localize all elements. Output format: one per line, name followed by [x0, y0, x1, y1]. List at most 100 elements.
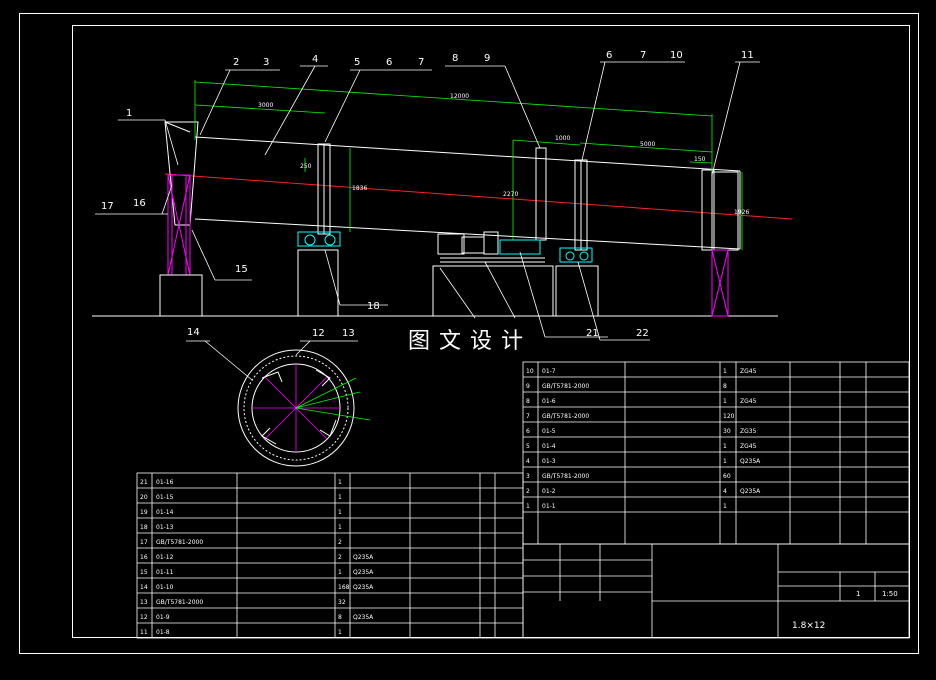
part-label: 14	[187, 327, 200, 338]
bom-right-cell: 01-2	[542, 488, 556, 495]
bom-left-cell: 01-10	[156, 584, 174, 591]
side-elevation	[92, 80, 793, 317]
bom-left-cell: 01-11	[156, 569, 174, 576]
bom-left-cell: 18	[140, 524, 148, 531]
bom-right-cell: 30	[723, 428, 731, 435]
leader-lines	[95, 61, 760, 381]
bom-right-cell: 4	[526, 458, 530, 465]
part-label: 10	[670, 50, 683, 61]
part-label: 12	[312, 328, 325, 339]
bom-right-cell: GB/T5781-2000	[542, 383, 589, 390]
bom-right-cell: ZG35	[740, 428, 757, 435]
bom-right-cell: 1	[723, 398, 727, 405]
bom-right-cell: 01-6	[542, 398, 556, 405]
title-block-qty: 1	[856, 590, 860, 598]
bom-left-cell: 1	[338, 494, 342, 501]
bom-left-cell: GB/T5781-2000	[156, 539, 203, 546]
part-label: 11	[741, 50, 754, 61]
bom-left-cell: GB/T5781-2000	[156, 599, 203, 606]
part-label: 22	[636, 328, 649, 339]
dimension-text: 250	[300, 163, 312, 170]
bom-right-cell: ZG45	[740, 398, 757, 405]
title-block	[522, 543, 910, 639]
bom-right-cell: ZG45	[740, 443, 757, 450]
bom-right-cell: 5	[526, 443, 530, 450]
part-labels: 1 2 3 4 5 6 7 8 9 6 7 10 11 17 16 15 18 …	[101, 50, 754, 339]
bom-right-cell: 10	[526, 368, 534, 375]
bom-left-cell: 1	[338, 524, 342, 531]
part-label: 4	[312, 54, 318, 65]
bom-left-cell: 16	[140, 554, 148, 561]
part-label: 21	[586, 328, 599, 339]
bom-right-cell: 8	[723, 383, 727, 390]
bom-left-cell: 1	[338, 509, 342, 516]
bom-left-cell: 15	[140, 569, 148, 576]
part-label: 2	[233, 57, 239, 68]
part-label: 15	[235, 264, 248, 275]
title-block-drawing-name: 1.8×12	[792, 621, 825, 631]
bom-left-cell: 20	[140, 494, 148, 501]
bom-left-cell: 11	[140, 629, 148, 636]
bom-right-cell: 6	[526, 428, 530, 435]
dimension-text: 1926	[734, 209, 749, 216]
dimension-text: 12000	[450, 93, 469, 100]
part-label: 3	[263, 57, 269, 68]
part-label: 17	[101, 201, 114, 212]
bom-left-cell: 01-15	[156, 494, 174, 501]
bom-right-cell: 01-4	[542, 443, 556, 450]
part-label: 16	[133, 198, 146, 209]
dimension-text: 1836	[352, 185, 367, 192]
part-label: 6	[606, 50, 612, 61]
bom-left-cell: 1	[338, 569, 342, 576]
bom-left-cell: Q235A	[353, 614, 374, 621]
bom-right-cell: 9	[526, 383, 530, 390]
bom-left-cell: 01-13	[156, 524, 174, 531]
bom-left-cell: 2	[338, 554, 342, 561]
part-label: 9	[484, 53, 490, 64]
bom-left-cell: 01-16	[156, 479, 174, 486]
part-label: 5	[354, 57, 360, 68]
bom-right-cell: 01-5	[542, 428, 556, 435]
bom-left-cell: 13	[140, 599, 148, 606]
bom-right-cell: 1	[526, 503, 530, 510]
dimension-text: 5000	[640, 141, 655, 148]
bom-left-cell: 01-8	[156, 629, 170, 636]
bom-left-cell: 14	[140, 584, 148, 591]
part-label: 6	[386, 57, 392, 68]
bom-left-cell: 1	[338, 479, 342, 486]
bom-left-cell: 17	[140, 539, 148, 546]
bom-left-cell: Q235A	[353, 584, 374, 591]
bom-left-cell: 01-12	[156, 554, 174, 561]
inner-frame	[72, 25, 910, 638]
dimension-text: 150	[694, 156, 706, 163]
bom-left-cell: 01-9	[156, 614, 170, 621]
part-label: 18	[367, 301, 380, 312]
bom-right-cell: 1	[723, 458, 727, 465]
cross-section-view	[237, 349, 371, 467]
dimension-text: 2270	[503, 191, 518, 198]
bom-right-cell: Q235A	[740, 458, 761, 465]
part-label: 1	[126, 108, 132, 119]
bom-left-cell: 32	[338, 599, 346, 606]
bom-right-cell: 7	[526, 413, 530, 420]
bom-left-cell: Q235A	[353, 569, 374, 576]
bom-right-cell: 1	[723, 443, 727, 450]
bom-right-cell: 1	[723, 368, 727, 375]
part-label: 13	[342, 328, 355, 339]
bom-left-cell: 2	[338, 539, 342, 546]
bom-left-cell: Q235A	[353, 554, 374, 561]
bom-right-cell: 8	[526, 398, 530, 405]
bom-left-cell: 168	[338, 584, 350, 591]
bom-right-cell: ZG45	[740, 368, 757, 375]
dimension-text: 3000	[258, 102, 273, 109]
bom-right-cell: 2	[526, 488, 530, 495]
bom-right-cell: 4	[723, 488, 727, 495]
part-label: 7	[640, 50, 646, 61]
bom-right-cell: 01-3	[542, 458, 556, 465]
outer-frame	[19, 13, 919, 654]
bom-left-cell: 8	[338, 614, 342, 621]
bom-right-cell: 01-1	[542, 503, 556, 510]
bom-right-cell: 120	[723, 413, 735, 420]
